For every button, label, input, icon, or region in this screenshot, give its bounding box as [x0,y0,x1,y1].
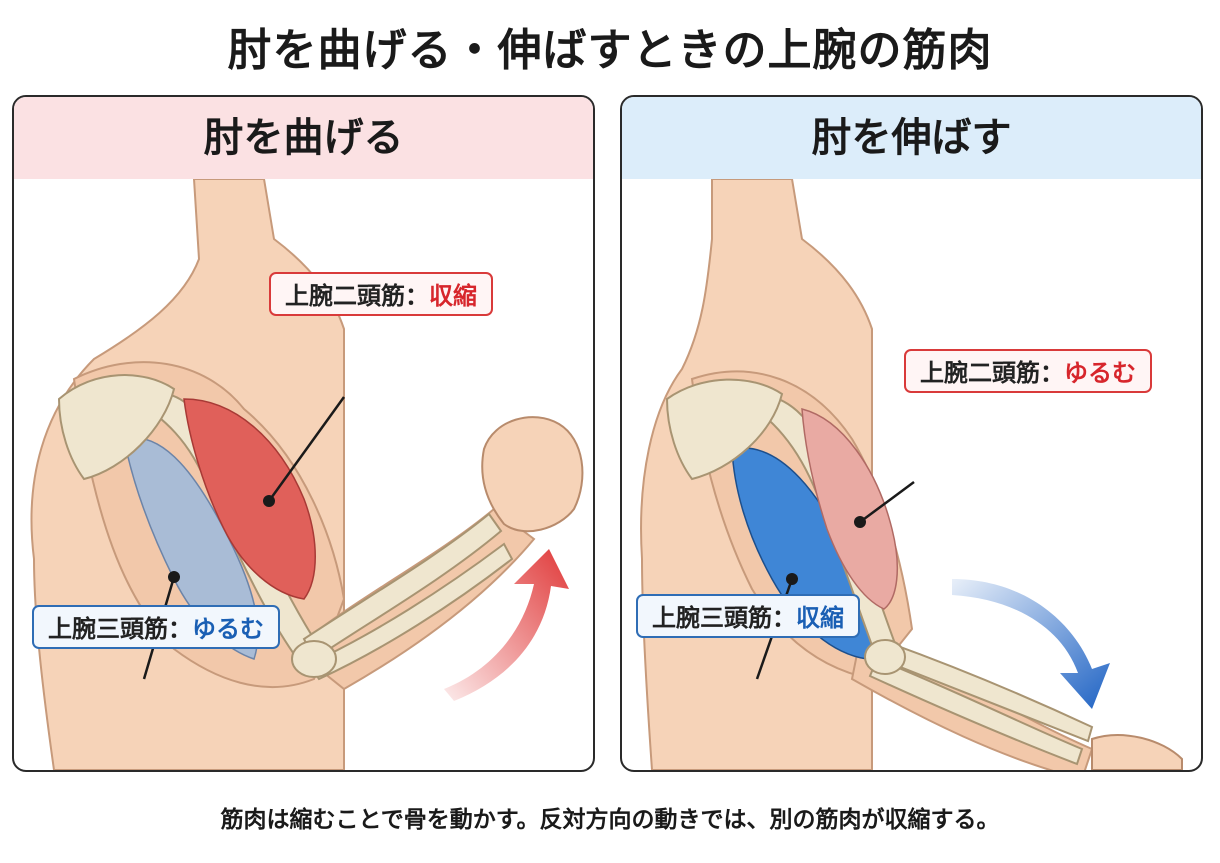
main-title: 肘を曲げる・伸ばすときの上腕の筋肉 [227,25,993,76]
flex-motion-arrow [444,549,569,701]
extend-panel: 肘を伸ばす [620,95,1203,772]
flex-panel-heading: 肘を曲げる [14,97,593,179]
extend-biceps-label: 上腕二頭筋：ゆるむ [904,349,1152,393]
triceps-leader-dot [168,571,180,583]
extend-triceps-label: 上腕三頭筋：収縮 [636,594,860,638]
fist-shape [481,416,584,533]
flex-biceps-name: 上腕二頭筋 [285,282,405,310]
triceps-leader-dot [786,573,798,585]
biceps-muscle [183,398,316,600]
radius-bone [302,512,503,661]
scapula-bone [665,378,784,481]
extend-biceps-name: 上腕二頭筋 [920,359,1040,387]
flex-biceps-label: 上腕二頭筋：収縮 [269,272,493,316]
extend-motion-arrow [952,579,1110,709]
radius-bone [868,657,1084,766]
extended-arm-illustration [640,179,1183,770]
extend-biceps-state: ゆるむ [1064,359,1136,387]
elbow-joint [864,639,906,675]
biceps-leader-line [859,480,915,524]
flex-triceps-label: 上腕三頭筋：ゆるむ [32,605,280,649]
flex-triceps-state: ゆるむ [192,615,264,643]
extend-biceps-separator: ： [1040,359,1064,387]
elbow-joint [291,640,337,678]
biceps-leader-dot [263,495,275,507]
extend-triceps-separator: ： [772,604,796,632]
biceps-leader-dot [854,516,866,528]
fist-shape [1091,734,1183,770]
flex-panel: 肘を曲げる [12,95,595,772]
flex-triceps-separator: ： [168,615,192,643]
extend-triceps-state: 収縮 [796,604,844,632]
ulna-bone [878,639,1094,743]
flex-triceps-name: 上腕三頭筋 [48,615,168,643]
ulna-bone [307,542,514,681]
triceps-muscle [123,437,259,660]
extend-panel-heading: 肘を伸ばす [622,97,1201,179]
flex-biceps-separator: ： [405,282,429,310]
flexed-arm-illustration [30,179,584,770]
scapula-bone [57,374,176,481]
extend-triceps-name: 上腕三頭筋 [652,604,772,632]
caption: 筋肉は縮むことで骨を動かす。反対方向の動きでは、別の筋肉が収縮する。 [220,807,1000,833]
flex-biceps-state: 収縮 [429,282,477,310]
biceps-leader-line [267,396,346,502]
biceps-muscle [801,408,898,610]
